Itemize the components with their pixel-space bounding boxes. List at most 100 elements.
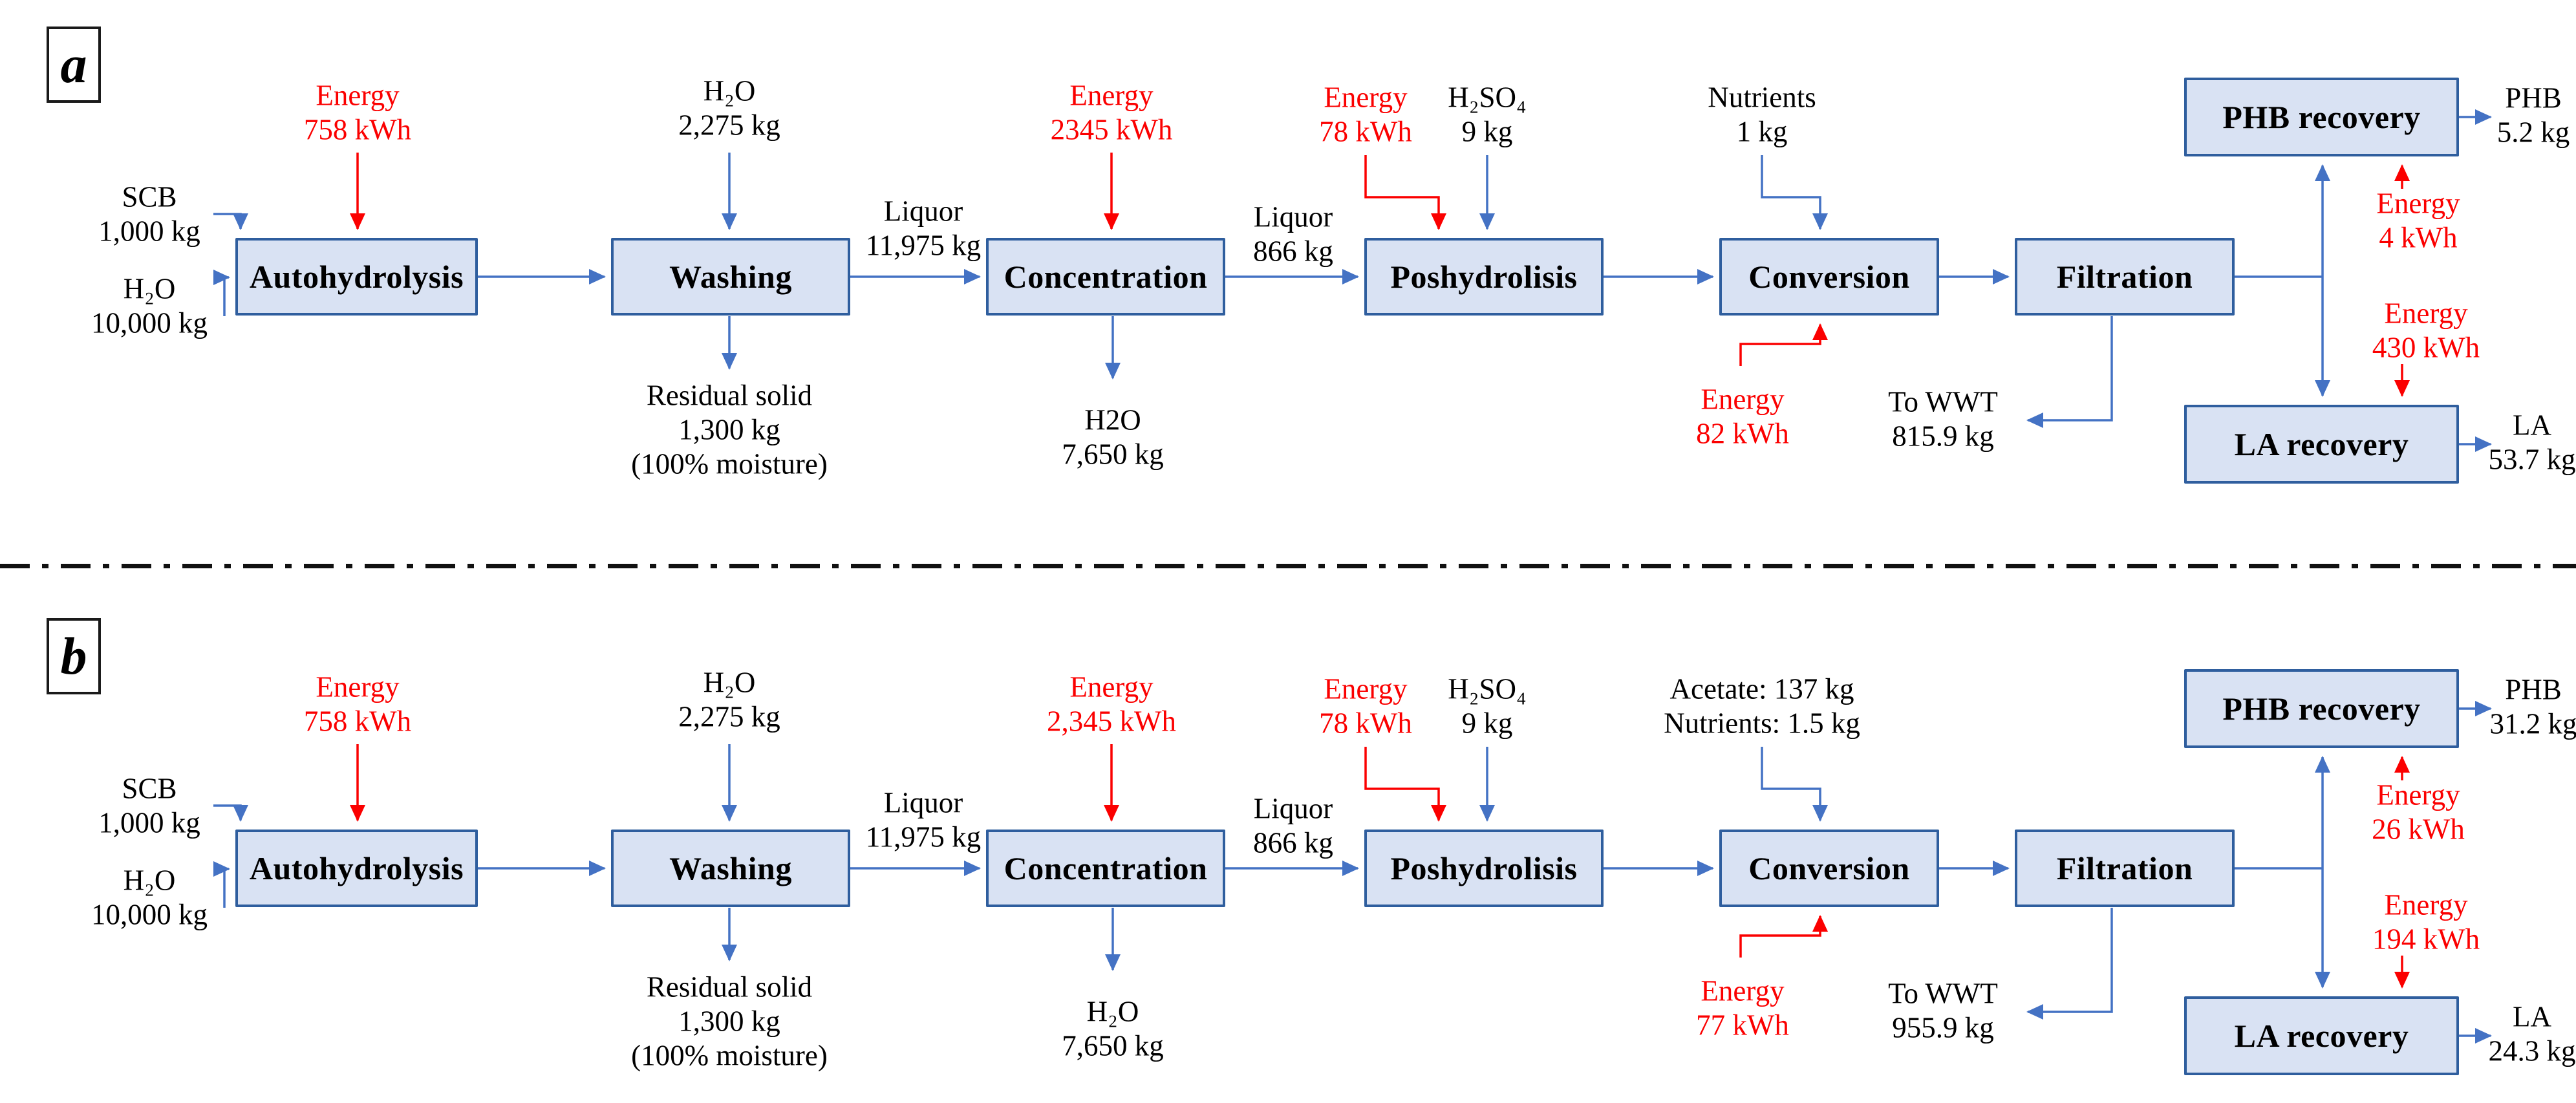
- energy-arrow: [1364, 747, 1446, 822]
- annotation-energy-poshydrolisis-line-2: 78 kWh: [1319, 707, 1412, 740]
- flow-arrow: [213, 270, 230, 316]
- annotation-energy-poshydrolisis-line-1: Energy: [1324, 672, 1408, 705]
- process-box-label: Poshydrolisis: [1390, 259, 1578, 295]
- annotation-la-out-line-2: 24.3 kg: [2488, 1034, 2576, 1067]
- annotation-residual-solid-line-3: (100% moisture): [631, 1039, 828, 1072]
- annotation-residual-solid-line-1: Residual solid: [646, 970, 813, 1003]
- annotation-la-out-line-2: 53.7 kg: [2488, 443, 2576, 476]
- annotation-water-concentration-out-line-2: 7,650 kg: [1062, 1029, 1164, 1062]
- annotation-energy-la-line-2: 430 kWh: [2372, 331, 2480, 364]
- annotation-water-autohydrolysis-line-1: H₂O: [123, 272, 176, 305]
- annotation-energy-la-line-2: 194 kWh: [2372, 923, 2480, 956]
- annotation-energy-phb-line-2: 4 kWh: [2379, 221, 2458, 254]
- process-box-filtration: Filtration: [2015, 238, 2235, 316]
- flow-arrow: [213, 804, 248, 822]
- annotation-energy-concentration-line-2: 2,345 kWh: [1047, 705, 1176, 738]
- process-box-autohydrolysis: Autohydrolysis: [235, 238, 478, 316]
- annotation-water-concentration-out-line-1: H₂O: [1086, 995, 1139, 1028]
- annotation-water-washing-line-2: 2,275 kg: [678, 700, 780, 733]
- process-box-conversion: Conversion: [1719, 830, 1939, 907]
- flow-arrow: [2026, 908, 2113, 1020]
- annotation-energy-autohydrolysis-line-1: Energy: [316, 670, 400, 703]
- annotation-residual-solid-line-1: Residual solid: [646, 379, 813, 412]
- annotation-water-washing-line-2: 2,275 kg: [678, 109, 780, 142]
- annotation-energy-concentration-line-2: 2345 kWh: [1050, 113, 1173, 146]
- process-box-label: Filtration: [2056, 259, 2193, 295]
- connector-group-panel-b: [213, 701, 2492, 1044]
- process-box-label: Washing: [669, 850, 792, 886]
- process-box-phb-recovery: PHB recovery: [2184, 78, 2459, 156]
- annotation-sulfuric-acid-line-1: H₂SO₄: [1448, 81, 1527, 114]
- annotation-water-autohydrolysis-line-2: 10,000 kg: [91, 306, 208, 339]
- annotation-conversion-feed-line-2: 1 kg: [1736, 115, 1788, 148]
- annotation-liquor-washing-line-1: Liquor: [883, 786, 963, 819]
- energy-arrow: [1739, 323, 1828, 366]
- process-box-label: Filtration: [2056, 850, 2193, 886]
- process-box-concentration: Concentration: [986, 830, 1225, 907]
- process-box-poshydrolisis: Poshydrolisis: [1364, 238, 1604, 316]
- process-box-phb-recovery: PHB recovery: [2184, 669, 2459, 748]
- process-box-label: Conversion: [1748, 850, 1910, 886]
- annotation-conversion-feed-line-1: Acetate: 137 kg: [1669, 672, 1854, 705]
- annotation-la-out-line-1: LA: [2513, 409, 2551, 442]
- process-box-label: Conversion: [1748, 259, 1910, 295]
- energy-arrow: [1364, 155, 1446, 230]
- annotation-phb-out-line-1: PHB: [2505, 673, 2562, 706]
- process-box-label: Autohydrolysis: [249, 850, 464, 886]
- panel-label-a: a: [47, 27, 101, 103]
- annotation-water-washing-line-1: H₂O: [703, 74, 756, 107]
- annotation-liquor-washing-line-1: Liquor: [883, 195, 963, 228]
- flow-arrow: [1761, 747, 1828, 822]
- annotation-water-washing-line-1: H₂O: [703, 666, 756, 699]
- annotation-liquor-concentration-line-2: 866 kg: [1253, 826, 1333, 859]
- annotation-phb-out-line-2: 5.2 kg: [2496, 116, 2570, 149]
- annotation-phb-out-line-1: PHB: [2505, 81, 2562, 114]
- annotation-energy-concentration-line-1: Energy: [1069, 670, 1154, 703]
- process-box-label: PHB recovery: [2222, 99, 2421, 135]
- annotation-water-autohydrolysis-line-1: H₂O: [123, 864, 176, 897]
- annotation-energy-phb-line-1: Energy: [2376, 187, 2460, 220]
- annotation-energy-autohydrolysis-line-1: Energy: [316, 79, 400, 112]
- process-box-conversion: Conversion: [1719, 238, 1939, 316]
- flow-arrow: [213, 861, 230, 908]
- annotation-phb-out-line-2: 31.2 kg: [2489, 707, 2576, 740]
- flow-arrow: [2026, 316, 2113, 428]
- annotation-energy-autohydrolysis-line-2: 758 kWh: [303, 113, 412, 146]
- flow-arrow: [1761, 155, 1828, 230]
- process-box-label: PHB recovery: [2222, 691, 2421, 727]
- process-box-autohydrolysis: Autohydrolysis: [235, 830, 478, 907]
- annotation-water-autohydrolysis-line-2: 10,000 kg: [91, 898, 208, 931]
- annotation-conversion-feed-line-2: Nutrients: 1.5 kg: [1664, 707, 1860, 740]
- annotation-energy-autohydrolysis-line-2: 758 kWh: [303, 705, 412, 738]
- annotation-wwt-line-1: To WWT: [1888, 385, 1998, 418]
- annotation-energy-conversion-line-1: Energy: [1701, 383, 1785, 416]
- energy-arrow: [1739, 915, 1828, 958]
- process-box-label: LA recovery: [2234, 1018, 2409, 1054]
- process-box-la-recovery: LA recovery: [2184, 405, 2459, 484]
- annotation-residual-solid-line-3: (100% moisture): [631, 447, 828, 480]
- annotation-liquor-concentration-line-1: Liquor: [1253, 200, 1333, 233]
- process-box-label: Autohydrolysis: [249, 259, 464, 295]
- process-box-poshydrolisis: Poshydrolisis: [1364, 830, 1604, 907]
- annotation-energy-la-line-1: Energy: [2384, 297, 2468, 330]
- annotation-energy-poshydrolisis-line-2: 78 kWh: [1319, 115, 1412, 148]
- process-box-concentration: Concentration: [986, 238, 1225, 316]
- annotation-energy-la-line-1: Energy: [2384, 888, 2468, 921]
- annotation-residual-solid-line-2: 1,300 kg: [678, 1005, 780, 1038]
- process-box-label: Washing: [669, 259, 792, 295]
- annotation-energy-poshydrolisis-line-1: Energy: [1324, 81, 1408, 114]
- annotation-liquor-washing-line-2: 11,975 kg: [865, 229, 982, 262]
- annotation-energy-concentration-line-1: Energy: [1069, 79, 1154, 112]
- process-box-la-recovery: LA recovery: [2184, 996, 2459, 1075]
- annotation-water-concentration-out-line-2: 7,650 kg: [1062, 438, 1164, 471]
- process-box-filtration: Filtration: [2015, 830, 2235, 907]
- annotation-la-out-line-1: LA: [2513, 1000, 2551, 1033]
- annotation-energy-phb-line-1: Energy: [2376, 778, 2460, 811]
- annotation-sulfuric-acid-line-1: H₂SO₄: [1448, 672, 1527, 705]
- annotation-energy-conversion-line-2: 77 kWh: [1696, 1009, 1789, 1042]
- annotation-scb-line-2: 1,000 kg: [98, 806, 200, 839]
- annotation-scb-line-1: SCB: [122, 180, 177, 213]
- process-box-label: Concentration: [1004, 259, 1208, 295]
